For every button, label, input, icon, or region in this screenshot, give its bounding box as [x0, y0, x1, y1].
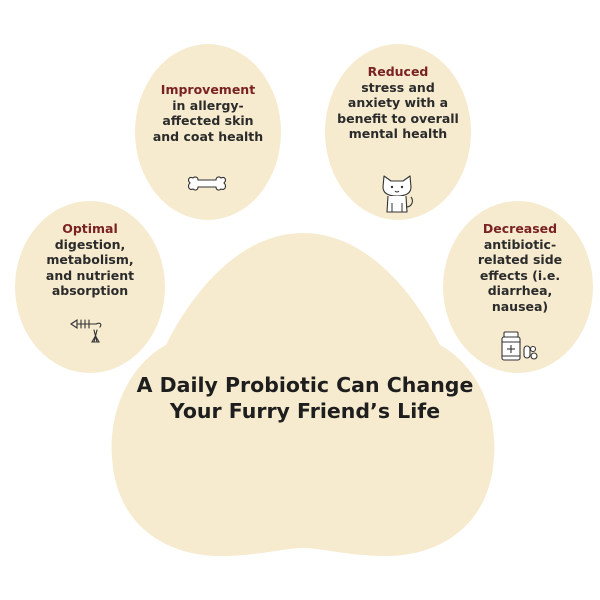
fish-bone-icon — [70, 318, 102, 343]
keyword-optimal: Optimal — [62, 221, 118, 236]
toe-right — [443, 201, 593, 373]
keyword-improvement: Improvement — [160, 82, 256, 97]
benefit-skin-text: in allergy-affected skin and coat health — [152, 97, 264, 144]
cat-icon — [382, 175, 413, 213]
paw-title: A Daily Probiotic Can Change Your Furry … — [136, 373, 474, 423]
benefit-stress-text: stress and anxiety with a benefit to ove… — [337, 79, 459, 142]
toe-center-right-text: Reduced stress and anxiety with a benefi… — [336, 64, 460, 142]
medicine-icon — [501, 331, 538, 361]
toe-center-right — [325, 44, 471, 220]
keyword-decreased: Decreased — [482, 221, 558, 236]
toe-center-left — [135, 44, 281, 220]
benefit-antibiotic-text: antibiotic-related side effects (i.e. di… — [477, 236, 563, 314]
keyword-reduced: Reduced — [367, 64, 429, 79]
benefit-digestion-text: digestion, metabolism, and nutrient abso… — [45, 236, 135, 299]
toe-left — [15, 201, 165, 373]
toe-center-left-text: Improvement in allergy-affected skin and… — [140, 82, 276, 144]
main-pad — [111, 233, 495, 557]
toe-left-text: Optimal digestion, metabolism, and nutri… — [20, 221, 160, 299]
bone-icon — [188, 176, 226, 191]
toe-right-text: Decreased antibiotic-related side effect… — [458, 221, 582, 314]
